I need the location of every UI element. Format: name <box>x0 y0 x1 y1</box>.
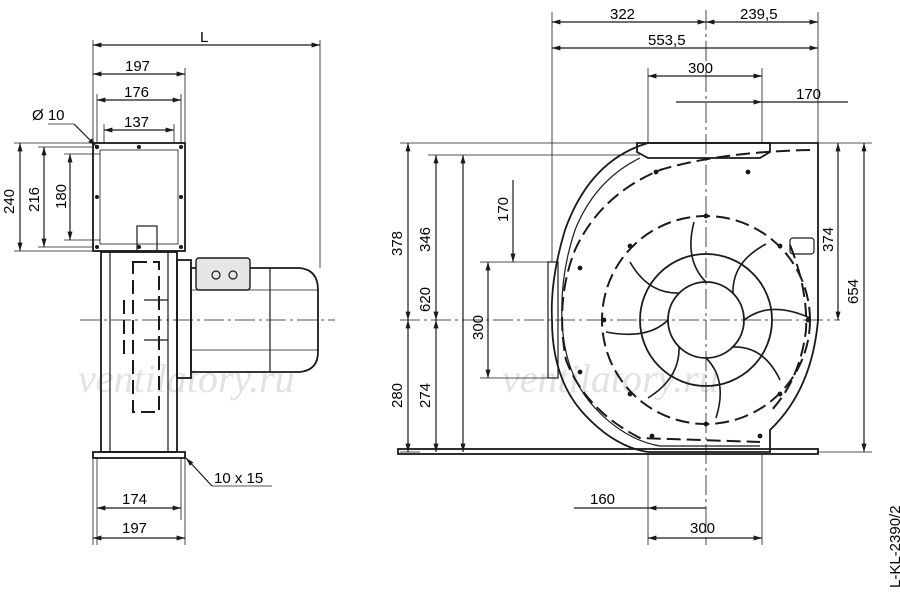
terminal-box <box>195 257 251 291</box>
outlet-flange <box>636 142 771 159</box>
side-housing <box>100 251 178 453</box>
watermark-right: ventilatory.ru <box>502 356 719 401</box>
flange-hole <box>179 245 183 249</box>
front-view: 322 239,5 553,5 300 170 378 280 346 274 … <box>389 6 872 545</box>
dim-offset-170: 170 <box>796 86 821 103</box>
flange-hole <box>179 145 183 149</box>
dim-top-322: 322 <box>610 6 635 23</box>
dim-flange-137: 137 <box>124 114 149 131</box>
dim-top-553-5: 553,5 <box>648 32 686 49</box>
dim-height-280: 280 <box>389 383 406 408</box>
dim-base-174: 174 <box>122 491 147 508</box>
motor-body <box>190 267 319 373</box>
dim-base-160: 160 <box>590 491 615 508</box>
side-flange-inner <box>99 149 179 245</box>
dim-inlet-170: 170 <box>495 197 512 222</box>
flange-hole <box>137 145 141 149</box>
scroll-housing <box>550 142 819 453</box>
impeller-blades <box>605 221 811 419</box>
dim-height-216: 216 <box>26 187 43 212</box>
dim-slot: 10 x 15 <box>214 470 263 487</box>
flange-hole <box>179 195 183 199</box>
dim-base-300: 300 <box>690 520 715 537</box>
dim-hole-diameter: Ø 10 <box>32 107 65 124</box>
dim-length: L <box>200 29 208 46</box>
dim-height-654: 654 <box>845 279 862 304</box>
dim-height-346: 346 <box>417 227 434 252</box>
dim-height-374: 374 <box>820 227 837 252</box>
dim-flange-176: 176 <box>124 84 149 101</box>
dim-height-378: 378 <box>389 231 406 256</box>
side-flange-plate <box>92 142 186 252</box>
dim-top-239-5: 239,5 <box>740 6 778 23</box>
front-base <box>397 448 819 455</box>
flange-hole <box>95 245 99 249</box>
dim-height-620: 620 <box>417 287 434 312</box>
drawing-code: L-KL-2390/2 <box>887 505 900 588</box>
dim-outlet-300: 300 <box>688 60 713 77</box>
side-view: L 197 176 137 Ø 10 240 216 180 10 x 15 <box>1 29 335 545</box>
dim-base-197: 197 <box>122 520 147 537</box>
flange-hole <box>137 245 141 249</box>
dim-flange-197-top: 197 <box>125 58 150 75</box>
side-base <box>92 451 186 459</box>
dim-height-274: 274 <box>417 383 434 408</box>
dim-inlet-300: 300 <box>470 315 487 340</box>
dim-height-180: 180 <box>53 184 70 209</box>
dim-height-240: 240 <box>1 189 18 214</box>
flange-hole <box>95 195 99 199</box>
